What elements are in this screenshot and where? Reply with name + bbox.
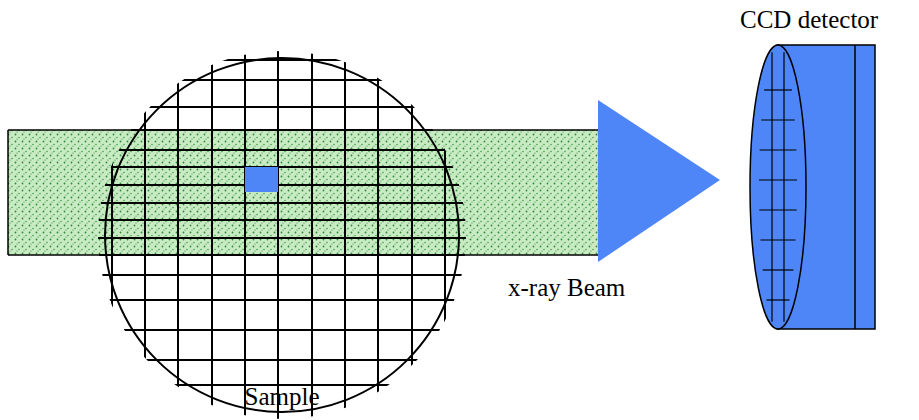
- grid-line: [90, 219, 470, 221]
- grid-line: [763, 269, 794, 270]
- grid-line: [377, 40, 379, 420]
- grid-line: [783, 52, 784, 321]
- grid-line: [771, 52, 772, 321]
- grid-line: [444, 40, 446, 420]
- grid-line: [760, 149, 797, 150]
- grid-line: [90, 359, 470, 361]
- beam-label: x-ray Beam: [508, 274, 625, 302]
- grid-line: [90, 79, 470, 81]
- grid-line: [760, 239, 795, 240]
- grid-line: [90, 184, 470, 186]
- grid-line: [311, 40, 313, 420]
- grid-line: [90, 274, 470, 276]
- grid-line: [766, 299, 789, 300]
- ccd-detector: [750, 45, 875, 329]
- grid-line: [90, 106, 470, 108]
- ccd-label: CCD detector: [740, 6, 878, 34]
- grid-line: [344, 40, 346, 420]
- grid-line: [759, 179, 797, 180]
- grid-line: [244, 40, 246, 420]
- grid-line: [111, 40, 113, 420]
- grid-line: [177, 40, 179, 420]
- grid-line: [90, 237, 470, 239]
- grid-line: [761, 119, 795, 120]
- beam-triangle: [598, 100, 720, 262]
- sample-voxel: [245, 167, 278, 192]
- grid-line: [90, 299, 470, 301]
- grid-line: [90, 149, 470, 151]
- grid-line: [90, 59, 470, 61]
- sample-circle: [105, 58, 459, 412]
- sample-grid: [90, 40, 470, 420]
- grid-line: [759, 209, 796, 210]
- grid-line: [90, 129, 470, 131]
- xray-band: [8, 130, 600, 255]
- grid-line: [90, 329, 470, 331]
- grid-line: [90, 254, 470, 256]
- grid-line: [411, 40, 413, 420]
- grid-line: [764, 89, 792, 90]
- grid-line: [144, 40, 146, 420]
- sample-label: Sample: [245, 383, 320, 411]
- grid-line: [90, 166, 470, 168]
- grid-line: [211, 40, 213, 420]
- grid-line: [90, 202, 470, 204]
- grid-line: [277, 40, 279, 420]
